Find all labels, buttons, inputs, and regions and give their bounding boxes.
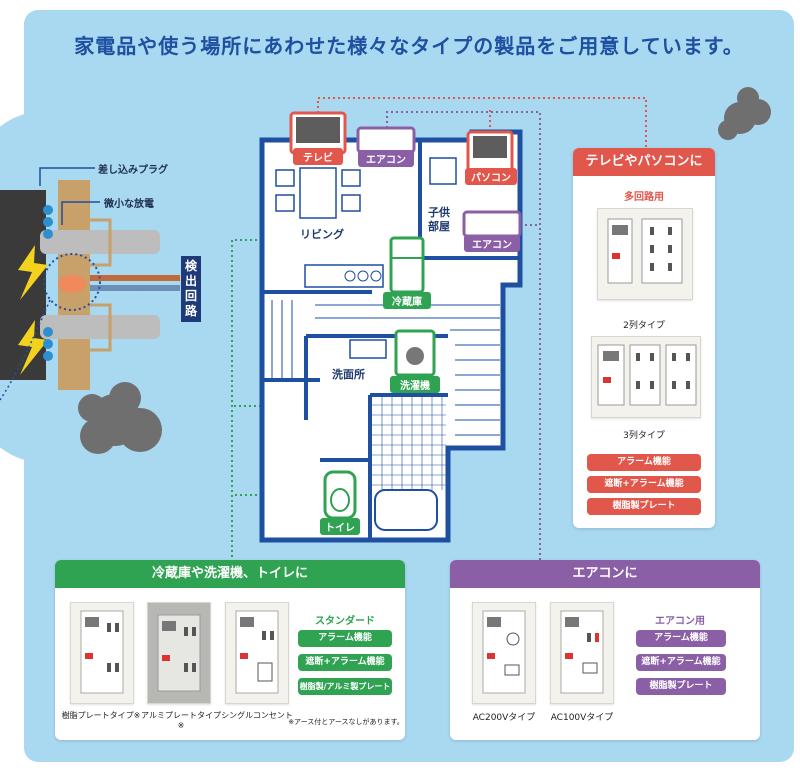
product-ac200-caption: AC200Vタイプ <box>472 713 536 723</box>
smoke-cloud-left <box>78 382 162 454</box>
wash-basin <box>349 339 387 359</box>
feature-cutoff-fridge: 遮断+アラーム機能 <box>298 654 392 671</box>
product-3col-image <box>591 336 701 418</box>
aircon-living-icon <box>356 126 416 154</box>
tag-aircon-living: エアコン <box>358 150 414 167</box>
panel-fridge-title: 冷蔵庫や洗濯機、トイレに <box>55 560 405 588</box>
plug-mechanism-diagram <box>0 167 180 401</box>
feature-plate-tv: 樹脂製プレート <box>587 498 701 515</box>
tag-aircon-kids: エアコン <box>464 235 520 252</box>
panel-tv-pc: テレビやパソコンに 多回路用 2列タイプ 3列タイプ アラーム機能 <box>573 148 715 528</box>
room-living: リビング <box>300 228 344 241</box>
feature-alarm-fridge: アラーム機能 <box>298 630 392 647</box>
product-ac200-image <box>472 602 536 704</box>
feature-plate-aircon: 樹脂製プレート <box>636 678 726 695</box>
product-resin-caption: 樹脂プレートタイプ※ <box>61 711 141 720</box>
toilet-icon <box>323 470 357 520</box>
label-plug: 差し込みプラグ <box>98 165 168 176</box>
tag-tv: テレビ <box>293 148 343 165</box>
fridge-footnote: ※アース付とアースなしがあります。 <box>288 718 404 726</box>
product-resin-image <box>70 602 134 704</box>
product-single-caption: シングルコンセント <box>221 711 293 720</box>
product-ac100-image <box>550 602 614 704</box>
panel-aircon: エアコンに AC200Vタイプ AC100Vタイプ エアコン用 アラーム機能 遮… <box>450 560 760 740</box>
feature-plate-fridge: 樹脂製/アルミ製プレート <box>298 678 392 695</box>
dining-set <box>275 167 361 219</box>
kitchen-counter <box>304 264 384 288</box>
feature-cutoff-tv: 遮断+アラーム機能 <box>587 476 701 493</box>
product-2col-caption: 2列タイプ <box>623 321 665 331</box>
washer-icon <box>394 329 436 377</box>
tag-washer: 洗濯機 <box>390 376 440 393</box>
panel-fridge: 冷蔵庫や洗濯機、トイレに 樹脂プレートタイプ※ アルミプレートタイプ※ シングル… <box>55 560 405 740</box>
wire-tv <box>317 97 647 150</box>
wire-fridge <box>231 239 408 560</box>
panel-tv-pc-subtitle: 多回路用 <box>624 192 664 203</box>
bathtub <box>374 489 438 531</box>
panel-fridge-subtitle: スタンダード <box>315 616 375 627</box>
room-washroom: 洗面所 <box>332 368 365 381</box>
label-discharge: 微小な放電 <box>104 199 154 210</box>
product-single-image <box>225 602 289 704</box>
feature-cutoff-aircon: 遮断+アラーム機能 <box>636 654 726 671</box>
product-2col-image <box>597 208 693 300</box>
aircon-kids-icon <box>462 210 522 238</box>
panel-tv-pc-title: テレビやパソコンに <box>573 148 715 176</box>
smoke-cloud-top <box>718 87 771 140</box>
panel-aircon-title: エアコンに <box>450 560 760 588</box>
panel-aircon-subtitle: エアコン用 <box>655 616 705 627</box>
label-detector: 検出回路 <box>181 256 201 322</box>
tag-pc: パソコン <box>465 168 517 185</box>
tv-icon <box>289 111 347 155</box>
fridge-icon <box>389 236 425 294</box>
pc-icon <box>466 130 514 174</box>
product-aluminum-image <box>147 602 211 704</box>
room-kids: 子供部屋 <box>428 206 450 233</box>
product-3col-caption: 3列タイプ <box>623 431 665 441</box>
product-aluminum-caption: アルミプレートタイプ※ <box>141 711 221 730</box>
product-ac100-caption: AC100Vタイプ <box>550 713 614 723</box>
feature-alarm-tv: アラーム機能 <box>587 454 701 471</box>
headline: 家電品や使う場所にあわせた様々なタイプの製品をご用意しています。 <box>74 34 744 58</box>
feature-alarm-aircon: アラーム機能 <box>636 630 726 647</box>
tag-toilet: トイレ <box>320 518 360 535</box>
tag-fridge: 冷蔵庫 <box>383 292 431 309</box>
